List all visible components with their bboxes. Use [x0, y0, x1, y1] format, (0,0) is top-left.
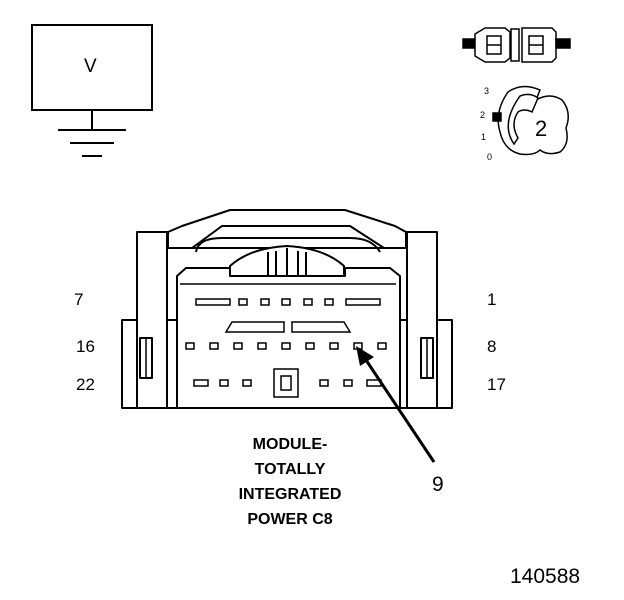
terminal-cavity: [185, 342, 195, 350]
terminal-cavity: [260, 298, 270, 306]
figure-id: 140588: [510, 565, 581, 588]
pin-label-8: 8: [487, 337, 497, 356]
left-ear: [136, 231, 168, 409]
connector-plug-icon: [462, 27, 571, 63]
terminal-cavity: [319, 379, 329, 387]
terminal-cavity: [242, 379, 252, 387]
position-key-icon: [492, 85, 569, 156]
terminal-row-3: [193, 368, 382, 398]
terminal-cavity: [281, 298, 291, 306]
terminal-cavity: [233, 342, 243, 350]
terminal-cavity: [257, 342, 267, 350]
right-ear: [406, 231, 438, 409]
pin-label-1: 1: [487, 290, 497, 309]
pin-9-callout-arrow: [356, 346, 436, 463]
center-boss-slot: [280, 375, 292, 391]
terminal-cavity: [219, 379, 229, 387]
pin-label-22: 22: [76, 375, 95, 394]
terminal-cavity: [303, 298, 313, 306]
terminal-cavity: [377, 342, 387, 350]
position-label-3: 3: [484, 86, 490, 96]
terminal-cavity: [281, 342, 291, 350]
caption-line: POWER C8: [247, 511, 333, 528]
terminal-row-1: [195, 298, 381, 306]
terminal-cavity: [238, 298, 248, 306]
pin-label-7: 7: [74, 290, 84, 309]
keying-slot: [224, 321, 285, 333]
voltmeter-label: V: [84, 56, 97, 77]
voltmeter-symbol: [31, 24, 153, 157]
terminal-cavity: [329, 342, 339, 350]
callout-pin-number: 9: [432, 473, 444, 496]
position-current-value: 2: [535, 116, 548, 141]
connector-caption: MODULE- TOTALLY INTEGRATED POWER C8: [200, 432, 380, 532]
connector-face: [176, 267, 401, 409]
terminal-cavity: [193, 379, 209, 387]
terminal-cavity: [345, 298, 381, 306]
caption-line: TOTALLY: [254, 461, 326, 478]
terminal-cavity: [343, 379, 353, 387]
terminal-cavity: [195, 298, 231, 306]
terminal-row-2: [185, 342, 387, 350]
keying-slots: [224, 321, 352, 333]
pin-label-16: 16: [76, 337, 95, 356]
keying-slot: [291, 321, 352, 333]
position-label-1: 1: [481, 132, 487, 142]
caption-line: MODULE-: [252, 436, 328, 453]
terminal-cavity: [324, 298, 334, 306]
connector-c8-face: [121, 209, 453, 409]
terminal-cavity: [209, 342, 219, 350]
position-label-2: 2: [480, 110, 486, 120]
position-label-0: 0: [487, 152, 493, 162]
caption-line: INTEGRATED: [238, 486, 342, 503]
terminal-cavity: [305, 342, 315, 350]
pin-label-17: 17: [487, 375, 506, 394]
